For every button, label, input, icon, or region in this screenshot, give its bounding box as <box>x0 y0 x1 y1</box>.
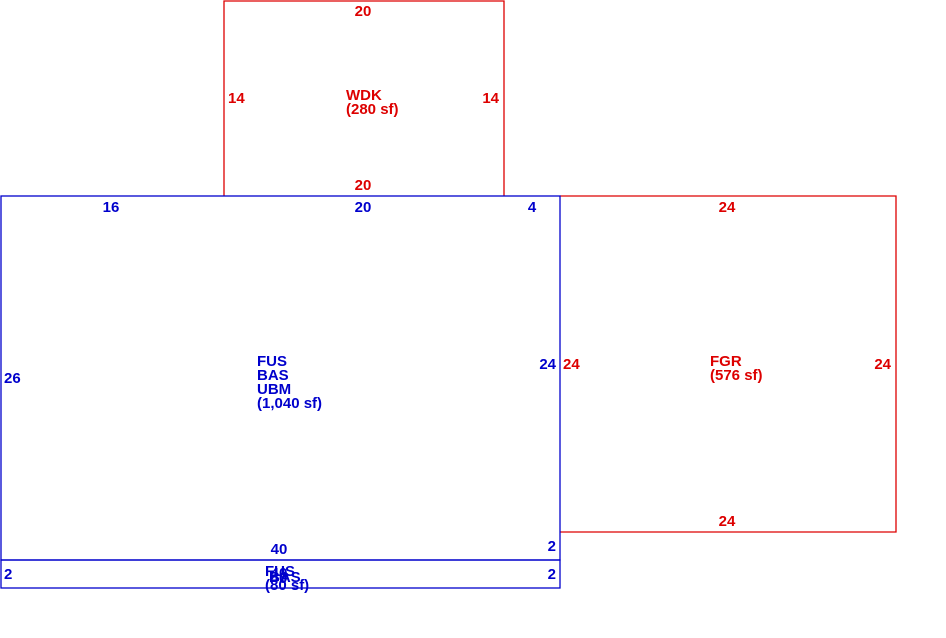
main-left-dim: 26 <box>4 370 21 387</box>
main-right-lower-dim: 2 <box>548 538 556 555</box>
fgr-top-dim: 24 <box>719 199 736 216</box>
wdk-area-label: (280 sf) <box>346 101 399 118</box>
strip-code-label-2: BAS <box>269 569 301 586</box>
wdk-bottom-dim: 20 <box>355 177 372 194</box>
main-top-right-dim: 4 <box>528 199 537 216</box>
strip-left-dim: 2 <box>4 566 12 583</box>
wdk-area: 20 14 14 WDK (280 sf) 20 <box>223 0 505 196</box>
wdk-outline <box>223 0 505 196</box>
main-code-label-1: FUS <box>257 353 287 370</box>
main-top-mid-dim: 20 <box>355 199 372 216</box>
main-bottom-dim: 40 <box>271 541 288 558</box>
strip-area-label: (80 sf) <box>265 577 309 594</box>
strip-right-dim: 2 <box>548 566 556 583</box>
fgr-area: 24 24 24 FGR (576 sf) 24 <box>560 195 897 533</box>
strip-outline <box>0 559 561 589</box>
main-right-dim: 24 <box>539 356 556 373</box>
wdk-code-label: WDK <box>346 87 382 104</box>
strip-code-label-1: FUS <box>265 563 295 580</box>
strip-dim-overlap-1: 40 <box>271 565 288 582</box>
wdk-right-dim: 14 <box>482 90 499 107</box>
main-area: 16 20 4 26 24 FUS BAS UBM (1,040 sf) 40 … <box>0 195 561 561</box>
fgr-right-dim: 24 <box>874 356 891 373</box>
fgr-left-dim: 24 <box>563 356 580 373</box>
main-top-left-dim: 16 <box>103 199 120 216</box>
main-area-label: (1,040 sf) <box>257 395 322 412</box>
strip-dim-overlap-2: 40 <box>271 570 288 587</box>
fgr-area-label: (576 sf) <box>710 367 763 384</box>
main-code-label-2: BAS <box>257 367 289 384</box>
fgr-code-label: FGR <box>710 353 742 370</box>
fgr-outline <box>560 195 897 533</box>
strip-area: 2 2 FUS 40 BAS 40 (80 sf) <box>0 559 561 594</box>
main-code-label-3: UBM <box>257 381 291 398</box>
wdk-left-dim: 14 <box>228 90 245 107</box>
fgr-bottom-dim: 24 <box>719 513 736 530</box>
wdk-top-dim: 20 <box>355 3 372 20</box>
